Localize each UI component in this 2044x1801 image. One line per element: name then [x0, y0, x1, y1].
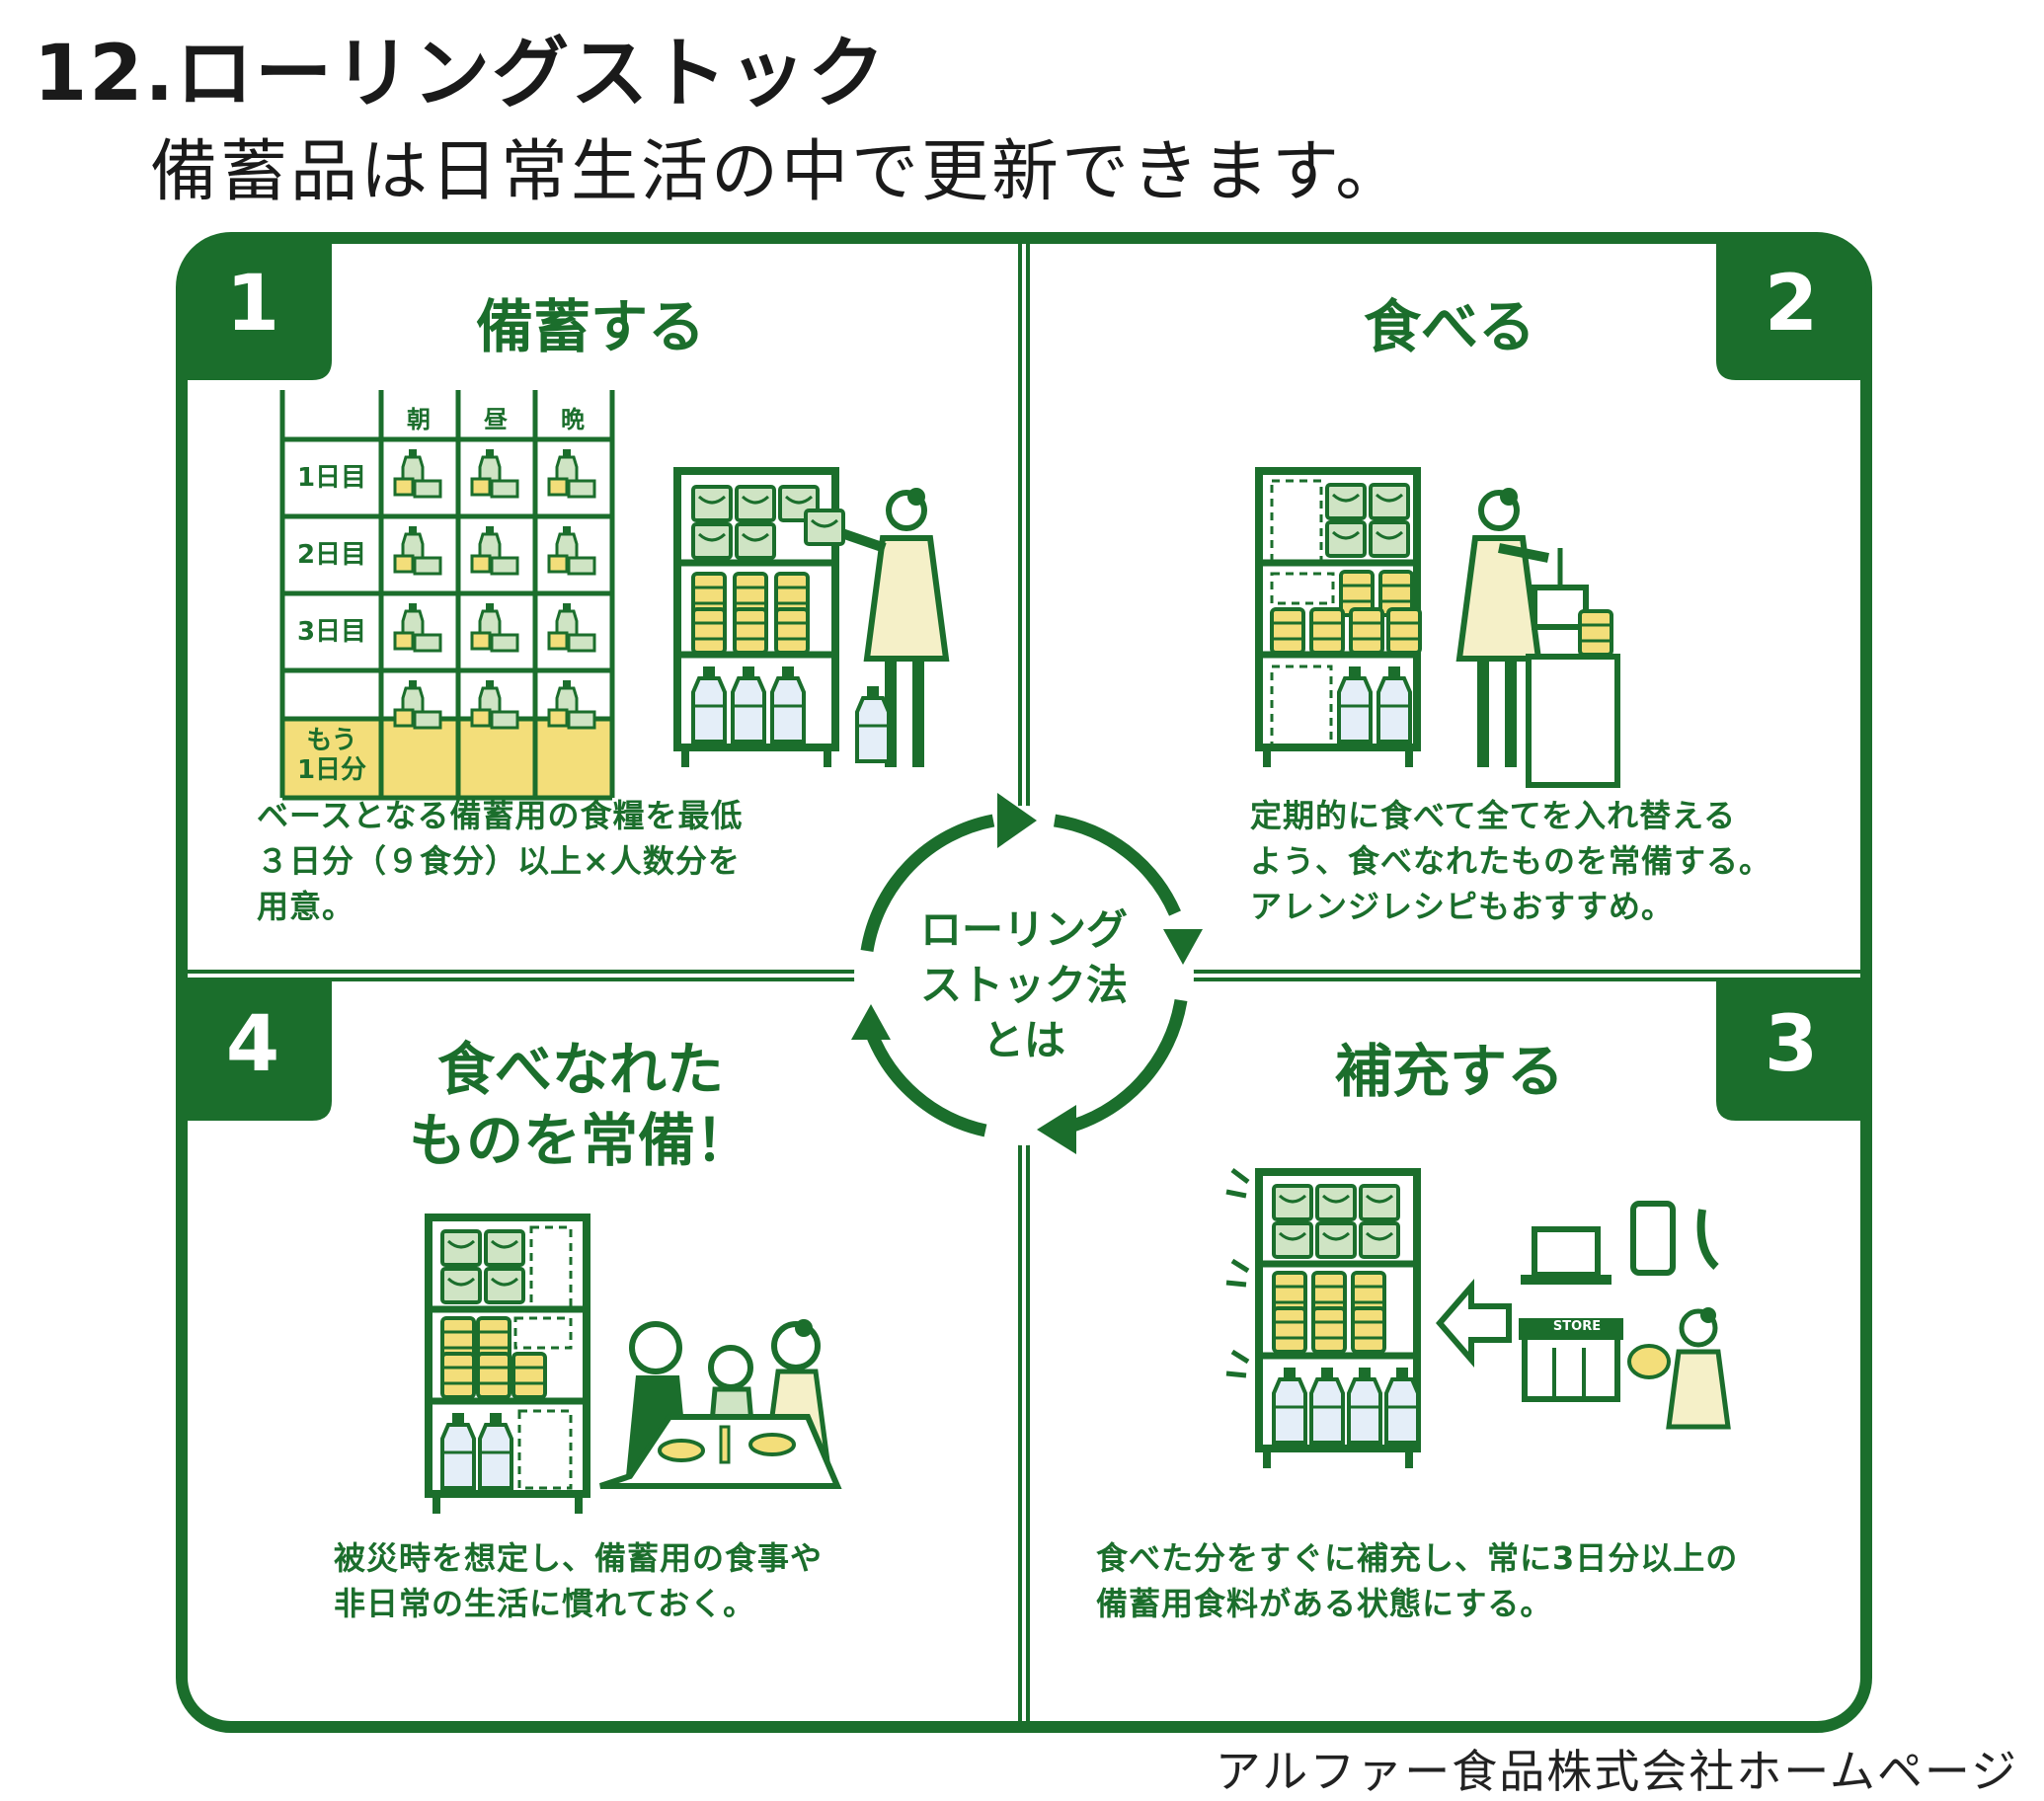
family-eating-illustration [599, 1319, 842, 1489]
diagram-graphics [176, 232, 1872, 1733]
panel-1-desc-line3: 用意。 [257, 888, 355, 925]
partial-shelf-illustration-4 [429, 1217, 587, 1514]
source-credit: アルファー食品株式会社ホームページ [1215, 1745, 2018, 1798]
partial-shelf-illustration-2 [1259, 471, 1422, 767]
panel-1-desc-line1: ベースとなる備蓄用の食糧を最低 [257, 797, 744, 834]
panel-1-number: 1 [225, 260, 280, 349]
store-sign: STORE [1552, 1319, 1602, 1334]
person-cooking-illustration [1459, 488, 1620, 788]
meal-row-day3: 3日目 [296, 617, 367, 647]
meal-row-extra-line1: もう [306, 726, 357, 755]
panel-4-desc-line2: 非日常の生活に慣れておく。 [334, 1585, 756, 1622]
cycle-arrows [860, 814, 1188, 1137]
center-label-line2: ストック法 [919, 961, 1128, 1009]
meal-table [279, 390, 615, 801]
number-tab-1 [182, 238, 332, 380]
panel-2-number: 2 [1764, 260, 1819, 349]
center-label-line3: とは [982, 1016, 1065, 1064]
panel-4-title-line2: ものを常備！ [408, 1107, 752, 1174]
panel-1-title: 備蓄する [475, 293, 705, 360]
panel-3-title: 補充する [1334, 1038, 1564, 1105]
person-stocking-illustration [804, 488, 946, 767]
meal-row-day2: 2日目 [296, 540, 367, 570]
panel-3-desc-line1: 食べた分をすぐに補充し、常に3日分以上の [1096, 1539, 1739, 1577]
full-shelf-illustration-3 [1225, 1168, 1418, 1468]
page-title: 12.ローリングストック [34, 30, 888, 118]
shopping-illustration [1519, 1201, 1731, 1430]
panel-3-desc-line2: 備蓄用食料がある状態にする。 [1096, 1585, 1553, 1622]
panel-2-title: 食べる [1363, 293, 1535, 360]
refill-arrow [1436, 1278, 1512, 1369]
panel-2-desc-line2: よう、食べなれたものを常備する。 [1250, 842, 1772, 880]
page-subtitle: 備蓄品は日常生活の中で更新できます。 [150, 133, 1406, 211]
number-tab-3 [1716, 979, 1866, 1121]
panel-4-title-line1: 食べなれた [436, 1036, 724, 1103]
panel-4-number: 4 [225, 1000, 280, 1089]
meal-col-dinner: 晩 [561, 406, 585, 433]
meal-row-extra-line2: 1日分 [296, 755, 367, 785]
meal-col-lunch: 昼 [484, 406, 508, 433]
panel-3-number: 3 [1764, 1000, 1819, 1089]
cycle-arrowheads [851, 793, 1203, 1154]
rolling-stock-diagram: 1 2 3 4 備蓄する 食べる 補充する 食べなれた ものを常備！ 朝 昼 晩… [176, 232, 1874, 1733]
panel-2-desc-line1: 定期的に食べて全てを入れ替える [1250, 797, 1737, 834]
meal-col-breakfast: 朝 [407, 406, 431, 433]
number-tab-4 [182, 979, 332, 1121]
center-label-line1: ローリング [919, 905, 1128, 954]
center-circle [854, 806, 1194, 1145]
panel-4-desc-line1: 被災時を想定し、備蓄用の食事や [334, 1539, 824, 1577]
panel-2-desc-line3: アレンジレシピもおすすめ。 [1250, 888, 1675, 925]
number-tab-2 [1716, 238, 1866, 380]
panel-1-desc-line2: ３日分（９食分）以上×人数分を [257, 842, 741, 880]
meal-row-day1: 1日目 [296, 463, 367, 493]
